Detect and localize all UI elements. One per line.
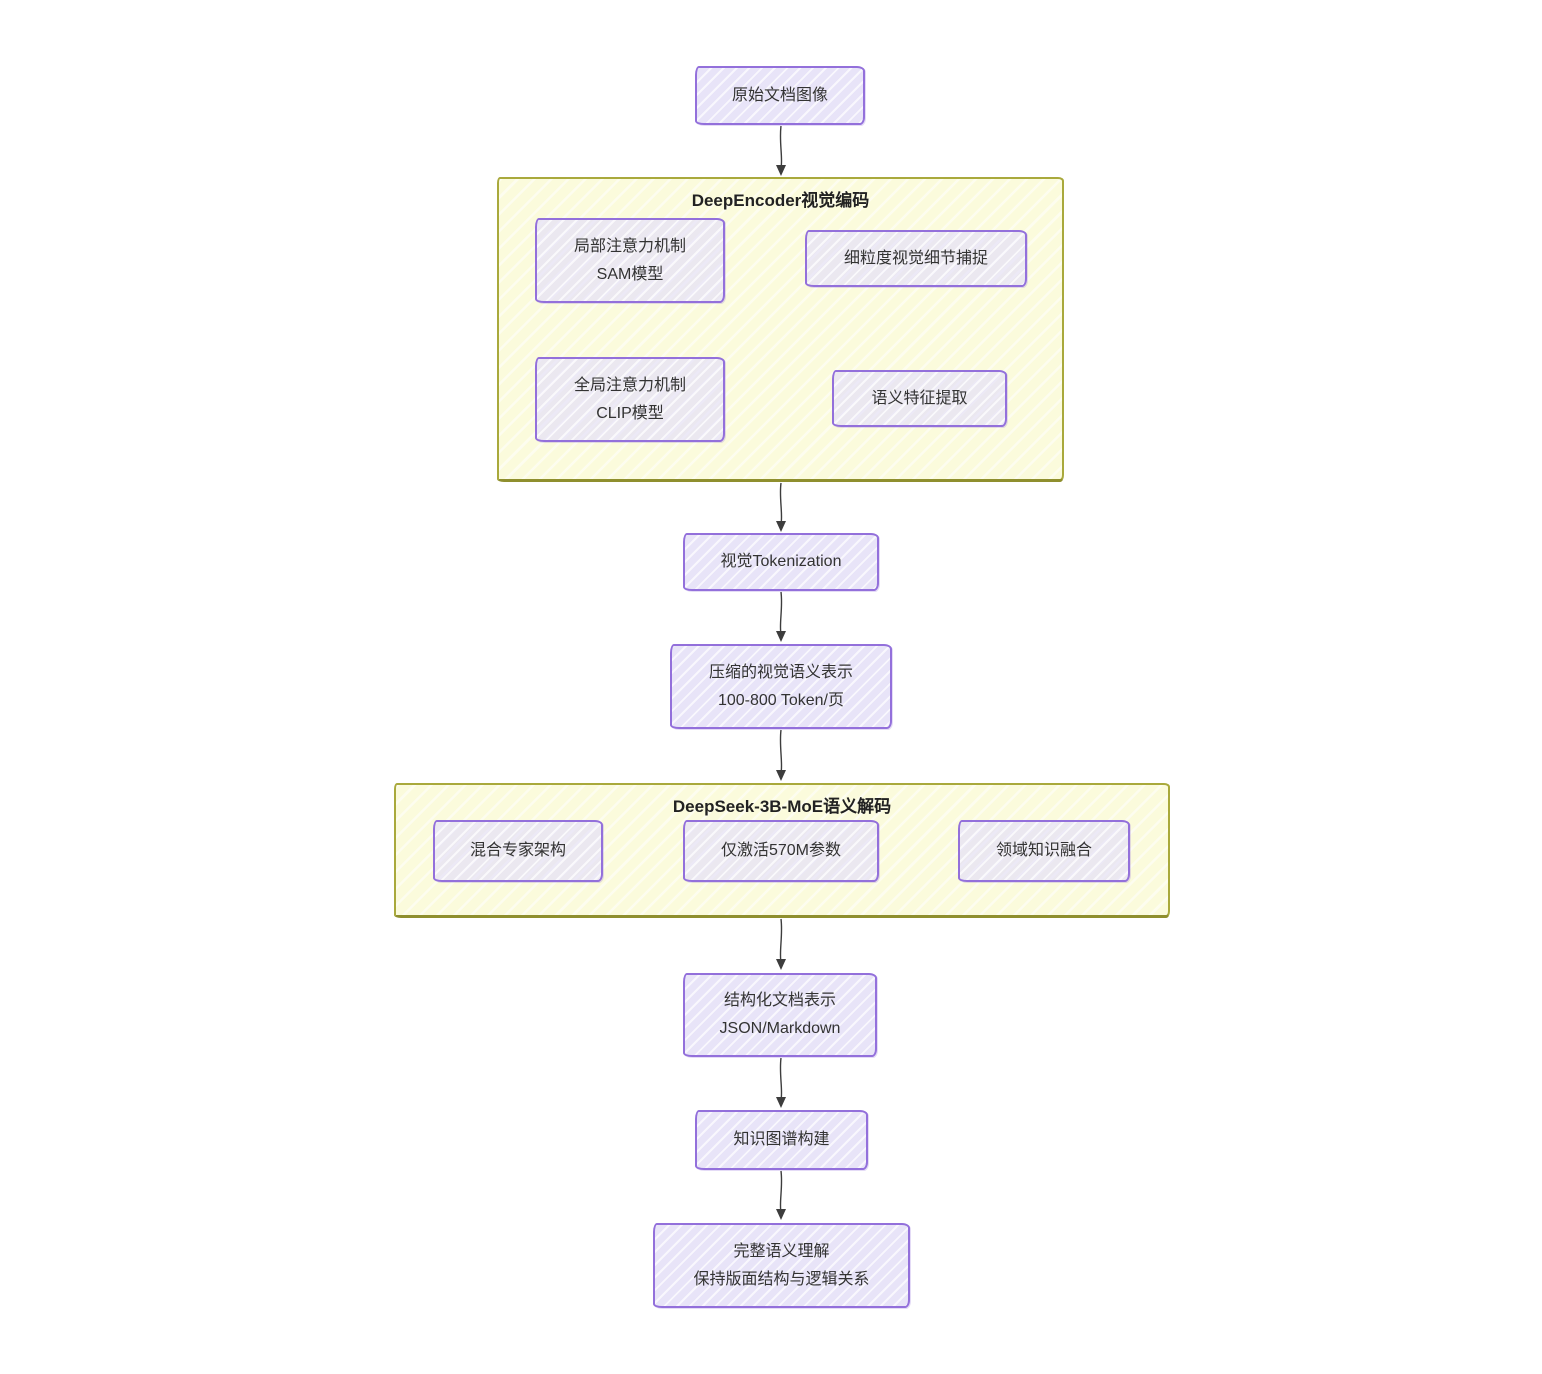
- cluster-deepencoder-title: DeepEncoder视觉编码: [691, 191, 870, 210]
- node-label: 压缩的视觉语义表示: [708, 663, 853, 681]
- arrow-structured-to-knowledge-graph: [776, 1057, 786, 1108]
- arrow-source-to-encoder: [776, 125, 786, 176]
- node-source-image: 原始文档图像: [695, 66, 865, 125]
- node-label: 完整语义理解: [733, 1242, 830, 1260]
- node-label: CLIP模型: [596, 404, 664, 422]
- node-complete-semantic-understanding: 完整语义理解 保持版面结构与逻辑关系: [653, 1223, 910, 1308]
- node-label: 保持版面结构与逻辑关系: [693, 1270, 870, 1288]
- node-label: JSON/Markdown: [719, 1020, 841, 1037]
- node-domain-knowledge-fusion: 领域知识融合: [958, 820, 1130, 882]
- arrow-knowledge-graph-to-final: [776, 1170, 786, 1220]
- node-compressed-representation: 压缩的视觉语义表示 100-800 Token/页: [670, 644, 892, 729]
- node-label: 仅激活570M参数: [720, 842, 842, 859]
- node-label: SAM模型: [596, 265, 664, 283]
- node-label: 细粒度视觉细节捕捉: [843, 249, 988, 267]
- node-label: 语义特征提取: [871, 389, 968, 407]
- arrow-encoder-to-tokenization: [776, 482, 786, 532]
- cluster-deepseek-moe-title: DeepSeek-3B-MoE语义解码: [672, 797, 892, 816]
- node-label: 知识图谱构建: [733, 1131, 830, 1148]
- node-label: 100-800 Token/页: [717, 691, 845, 709]
- node-visual-tokenization: 视觉Tokenization: [683, 533, 879, 591]
- arrow-tokenization-to-compressed: [776, 591, 786, 642]
- node-active-params: 仅激活570M参数: [683, 820, 879, 882]
- node-knowledge-graph-construction: 知识图谱构建: [695, 1110, 868, 1170]
- node-label: 全局注意力机制: [573, 376, 686, 394]
- node-label: 局部注意力机制: [573, 237, 686, 255]
- node-semantic-feature-extraction: 语义特征提取: [832, 370, 1007, 427]
- node-local-attention-sam: 局部注意力机制 SAM模型: [535, 218, 725, 303]
- node-structured-document: 结构化文档表示 JSON/Markdown: [683, 973, 877, 1057]
- node-label: 视觉Tokenization: [720, 553, 842, 570]
- arrow-decoder-to-structured: [776, 918, 786, 970]
- node-fine-grained-detail-capture: 细粒度视觉细节捕捉: [805, 230, 1027, 287]
- node-global-attention-clip: 全局注意力机制 CLIP模型: [535, 357, 725, 442]
- node-label: 原始文档图像: [731, 86, 828, 104]
- node-label: 领域知识融合: [995, 842, 1092, 859]
- arrow-compressed-to-decoder: [776, 729, 786, 781]
- node-label: 混合专家架构: [469, 842, 566, 859]
- node-label: 结构化文档表示: [723, 992, 836, 1009]
- node-moe-architecture: 混合专家架构: [433, 820, 603, 882]
